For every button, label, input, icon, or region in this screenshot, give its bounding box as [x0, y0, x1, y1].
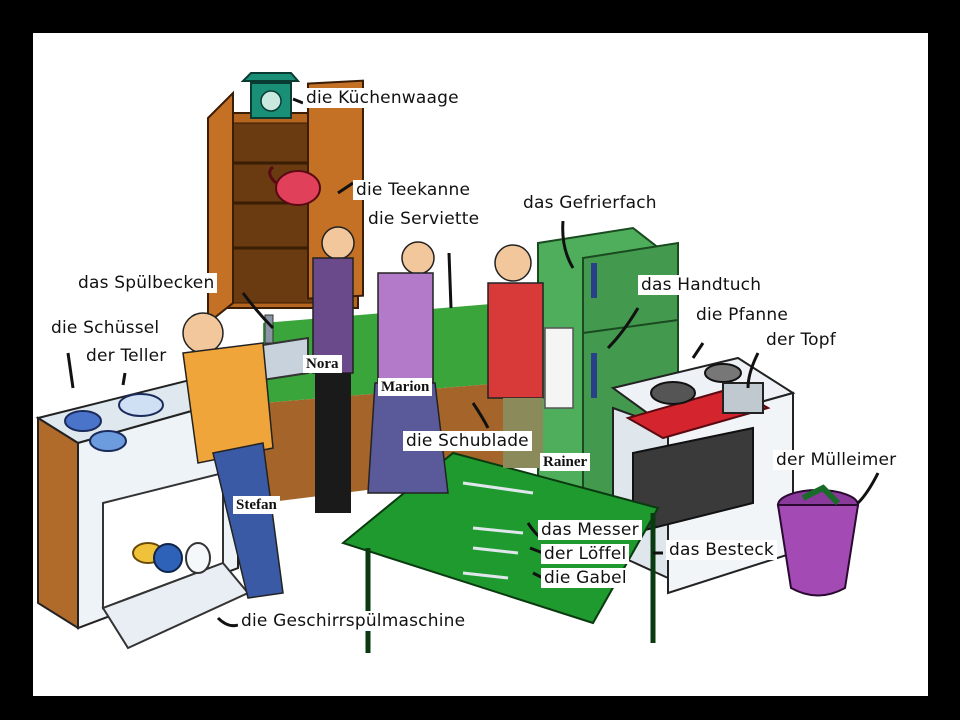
- person-nora: [312, 226, 355, 513]
- name-nora: Nora: [303, 355, 342, 373]
- label-serviette: die Serviette: [365, 209, 483, 229]
- kitchen-scale: [240, 72, 301, 119]
- name-rainer: Rainer: [540, 453, 591, 471]
- person-stefan: [182, 312, 284, 599]
- label-messer: das Messer: [538, 520, 642, 540]
- label-besteck: das Besteck: [666, 540, 777, 560]
- label-gabel: die Gabel: [541, 568, 630, 588]
- label-schublade: die Schublade: [403, 431, 532, 451]
- label-pfanne: die Pfanne: [693, 305, 792, 325]
- label-spuelbecken: das Spülbecken: [75, 273, 218, 293]
- name-stefan: Stefan: [233, 496, 280, 514]
- label-teller: der Teller: [83, 346, 170, 366]
- label-teekanne: die Teekanne: [353, 180, 474, 200]
- label-topf: der Topf: [763, 330, 839, 350]
- label-loeffel: der Löffel: [541, 544, 630, 564]
- name-marion: Marion: [378, 378, 433, 396]
- label-geschirrspuelmaschine: die Geschirrspülmaschine: [238, 611, 469, 631]
- trash-can: [776, 484, 860, 597]
- label-gefrierfach: das Gefrierfach: [520, 193, 660, 213]
- kitchen-illustration: die Küchenwaage die Teekanne die Serviet…: [33, 33, 928, 696]
- label-handtuch: das Handtuch: [638, 275, 765, 295]
- label-muelleimer: der Mülleimer: [773, 450, 900, 470]
- label-schuessel: die Schüssel: [48, 318, 163, 338]
- teapot: [268, 165, 321, 206]
- label-kuechenwaage: die Küchenwaage: [303, 88, 462, 108]
